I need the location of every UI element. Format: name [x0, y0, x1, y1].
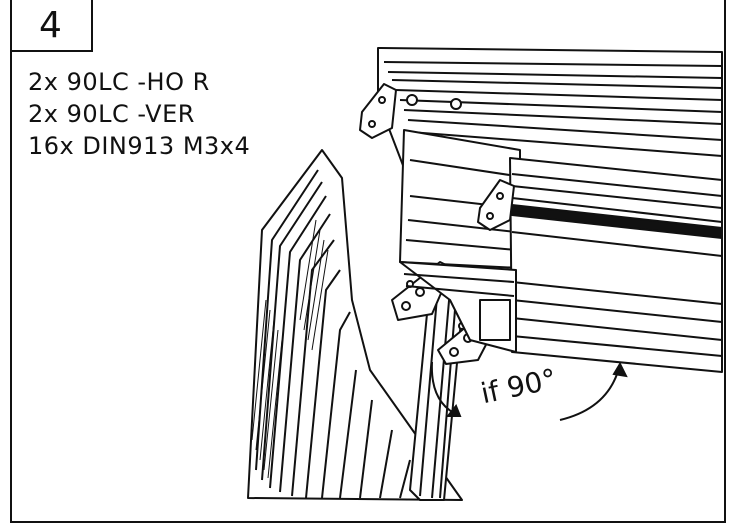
parts-list-item: 2x 90LC -HO R [28, 68, 210, 96]
right-bracket [477, 179, 515, 231]
vertical-profile-body [399, 129, 521, 269]
instruction-panel-frame [10, 0, 726, 523]
lower-horizontal-profile [509, 157, 723, 373]
joint-detail [399, 261, 517, 353]
step-number-box: 4 [10, 0, 93, 52]
parts-list-item: 2x 90LC -VER [28, 100, 195, 128]
parts-list-item: 16x DIN913 M3x4 [28, 132, 251, 160]
angled-profile [247, 149, 463, 501]
parts-list: 2x 90LC -HO R 2x 90LC -VER 16x DIN913 M3… [28, 66, 250, 162]
angle-arc [430, 361, 628, 421]
step-number: 4 [39, 4, 62, 46]
upper-bracket [359, 83, 397, 139]
